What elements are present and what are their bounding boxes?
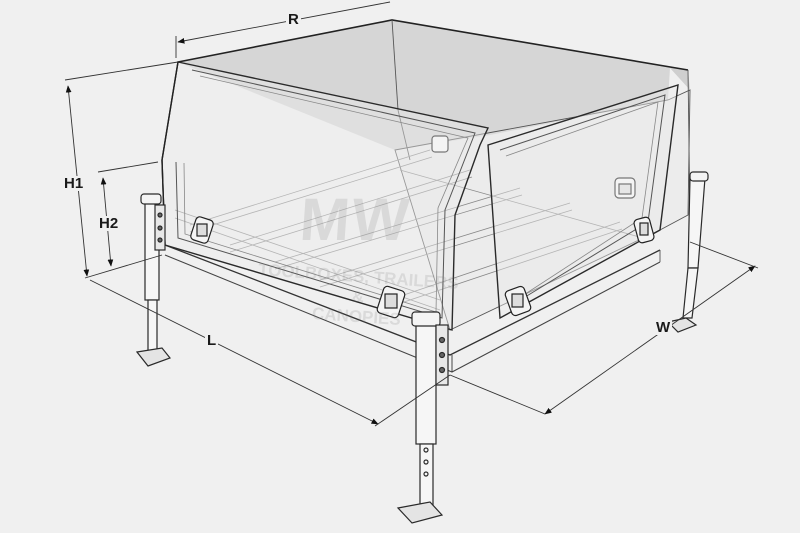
lock-center-front (376, 285, 406, 319)
lock-right-front (504, 285, 532, 317)
dimension-label-l: L (205, 332, 219, 349)
lock-left-front (190, 216, 214, 244)
dimension-lines (64, 1, 759, 427)
left-door-frame (161, 61, 490, 331)
dimension-label-h2: H2 (97, 215, 121, 232)
dimension-label-w: W (654, 319, 673, 336)
lock-right-door-inner (614, 177, 636, 199)
right-door-frame (487, 84, 679, 320)
lock-back-inner (431, 135, 449, 153)
leg-left (135, 193, 171, 367)
floor-rails (174, 149, 651, 311)
lock-right-side (633, 216, 655, 244)
leg-center (396, 311, 449, 524)
dimension-label-r: R (286, 11, 301, 28)
dimension-label-h1: H1 (62, 175, 86, 192)
door-locks (190, 135, 655, 319)
